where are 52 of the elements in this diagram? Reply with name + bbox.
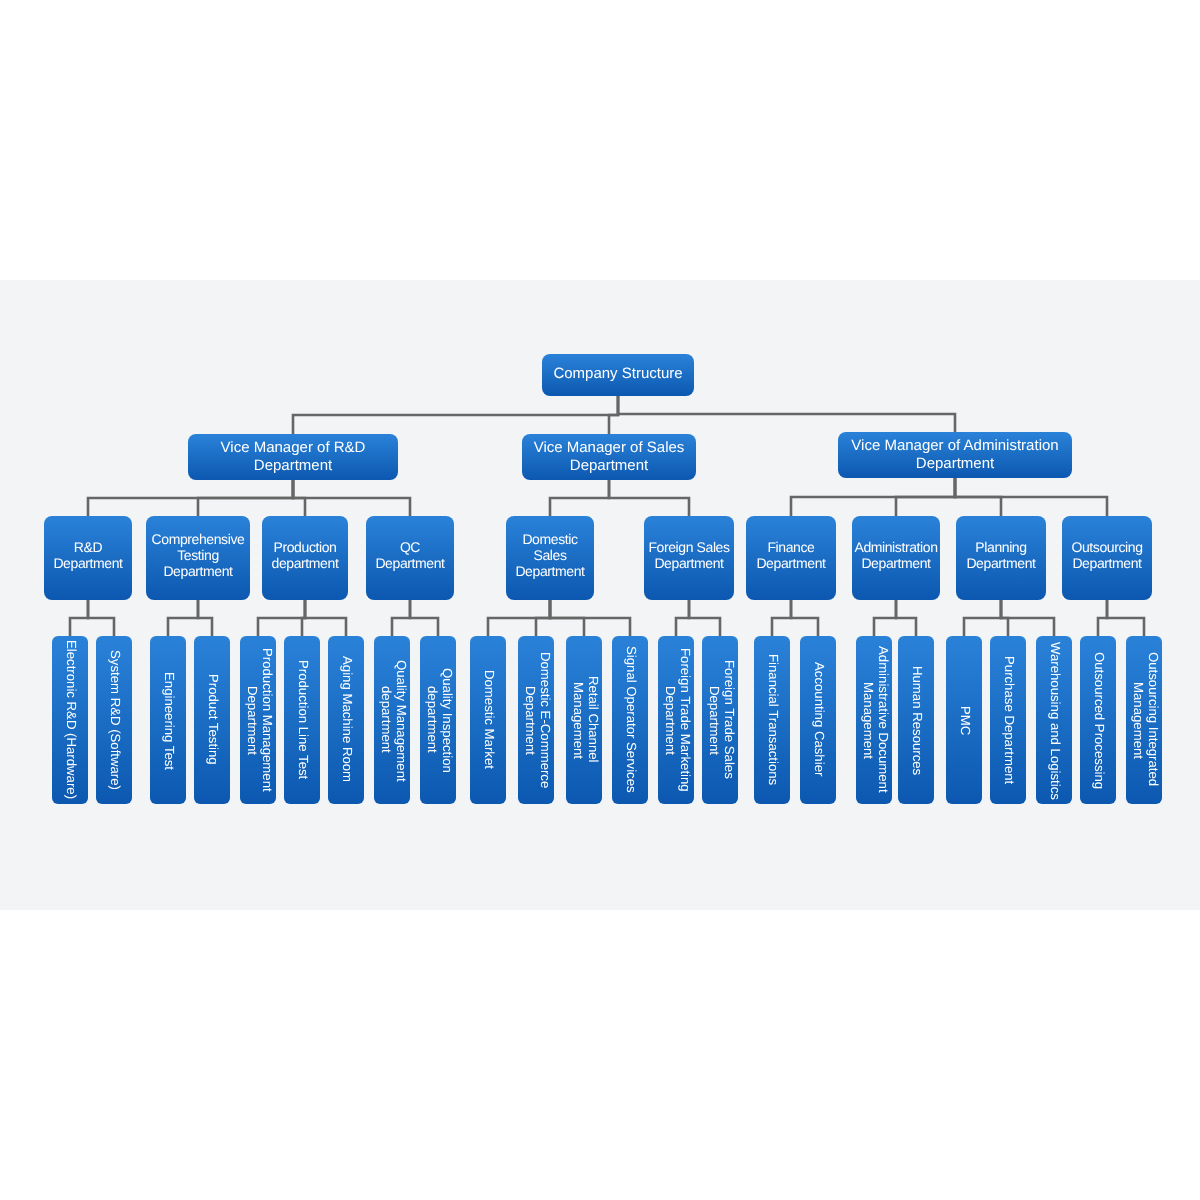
- department-box: [1062, 516, 1152, 600]
- section-box: [856, 636, 892, 804]
- section-box: [1126, 636, 1162, 804]
- manager-box: [188, 434, 398, 480]
- section-box: [284, 636, 320, 804]
- department-box: [852, 516, 940, 600]
- connector-line: [999, 600, 1056, 636]
- section-box: [1036, 636, 1072, 804]
- connector-line: [687, 600, 722, 636]
- department-box: [44, 516, 132, 600]
- section-box: [946, 636, 982, 804]
- connector-line: [196, 600, 214, 636]
- connector-line: [1105, 600, 1146, 636]
- connector-line: [894, 600, 918, 636]
- department-box: [366, 516, 454, 600]
- section-box: [898, 636, 934, 804]
- connector-line: [607, 480, 691, 516]
- manager-box: [522, 434, 696, 480]
- section-box: [240, 636, 276, 804]
- section-box: [612, 636, 648, 804]
- department-box: [146, 516, 250, 600]
- connector-line: [303, 600, 348, 636]
- section-box: [800, 636, 836, 804]
- section-box: [194, 636, 230, 804]
- section-box: [470, 636, 506, 804]
- connector-line: [789, 600, 820, 636]
- section-box: [702, 636, 738, 804]
- department-box: [956, 516, 1046, 600]
- connector-line: [548, 600, 632, 636]
- department-box: [506, 516, 594, 600]
- section-box: [566, 636, 602, 804]
- section-box: [52, 636, 88, 804]
- connector-line: [291, 480, 412, 516]
- manager-box: [838, 432, 1072, 478]
- department-box: [262, 516, 348, 600]
- department-box: [644, 516, 734, 600]
- connector-line: [953, 478, 1109, 516]
- connector-line: [408, 600, 440, 636]
- department-box: [746, 516, 836, 600]
- section-box: [420, 636, 456, 804]
- section-box: [96, 636, 132, 804]
- section-box: [1080, 636, 1116, 804]
- section-box: [374, 636, 410, 804]
- root-box: [542, 354, 694, 396]
- section-box: [658, 636, 694, 804]
- section-box: [150, 636, 186, 804]
- connector-line: [616, 396, 957, 432]
- connector-line: [86, 600, 116, 636]
- section-box: [518, 636, 554, 804]
- section-box: [754, 636, 790, 804]
- section-box: [990, 636, 1026, 804]
- section-box: [328, 636, 364, 804]
